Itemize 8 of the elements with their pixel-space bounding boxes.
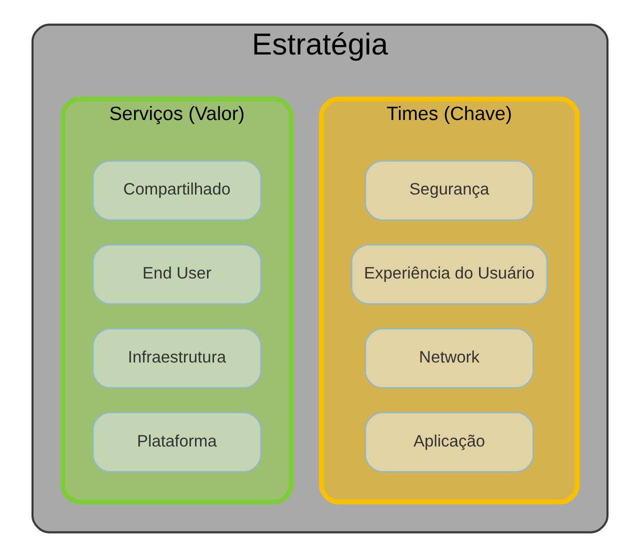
node-box: Compartilhado: [92, 160, 262, 221]
node-box: Experiência do Usuário: [350, 244, 548, 305]
node-box: Aplicação: [364, 412, 534, 472]
node-box: Segurança: [364, 160, 534, 221]
node-box: End User: [92, 244, 262, 305]
node-box: Plataforma: [92, 412, 262, 472]
node-box: Network: [364, 328, 534, 389]
node-box: Infraestrutura: [92, 328, 262, 389]
